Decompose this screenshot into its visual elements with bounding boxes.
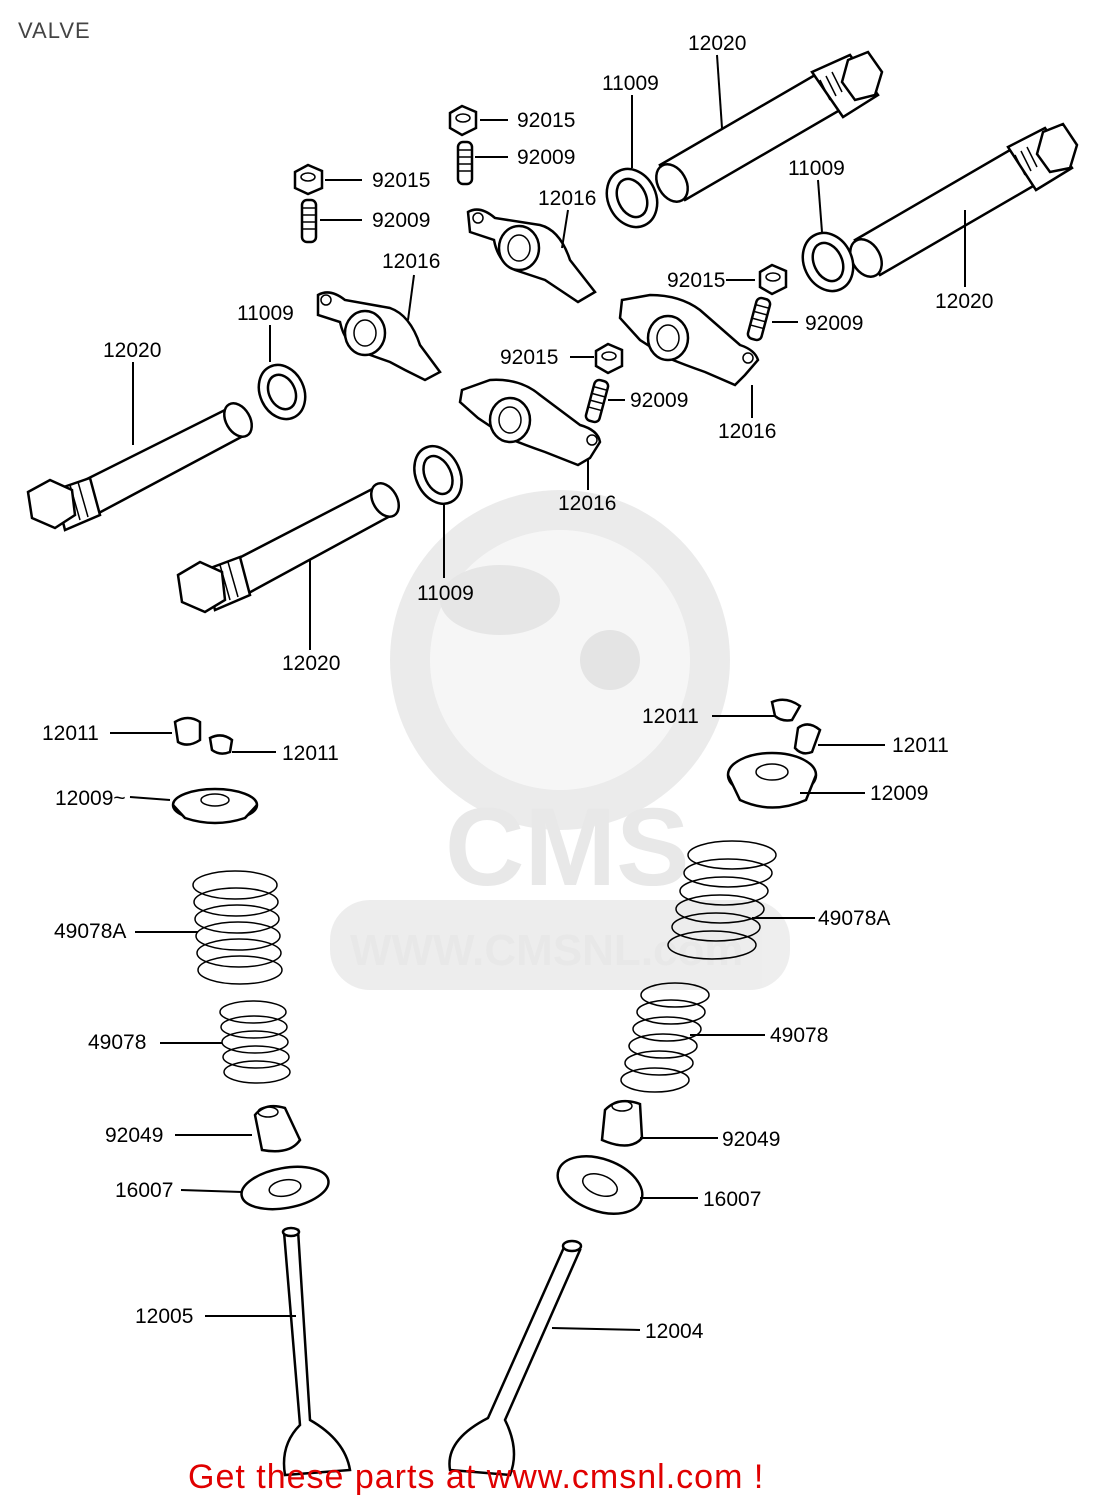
page-title: VALVE [18,18,91,43]
callout-49078a-left: 49078A [54,920,126,943]
nut-4 [594,342,624,375]
adjusting-screw-1 [456,140,474,186]
adjusting-screw-3 [746,296,772,342]
callout-92009-3: 92009 [805,312,863,335]
callout-12016-2: 12016 [382,250,440,273]
callout-49078-right: 49078 [770,1024,828,1047]
callout-11009-right: 11009 [788,157,845,180]
o-ring-3 [257,363,307,421]
o-ring-2 [801,231,855,293]
callout-12005: 12005 [135,1305,193,1328]
callout-92015-2: 92015 [372,169,430,192]
callout-11009-left: 11009 [237,302,294,325]
callout-92009-2: 92009 [372,209,430,232]
valve-seal-right [600,1099,644,1147]
valve-inlet [448,1239,583,1477]
valve-seal-left [253,1104,302,1153]
callout-11009-center: 11009 [417,582,474,605]
callout-12009-left: 12009~ [55,787,126,810]
callout-16007-left: 16007 [115,1179,173,1202]
callout-49078-left: 49078 [88,1031,146,1054]
callout-12020-right: 12020 [935,290,993,313]
callout-labels: 12020 11009 92015 92009 12016 92015 9200… [42,32,993,1343]
rocker-shaft-top [655,50,884,203]
adjusting-screw-4 [584,378,610,424]
watermark-logo-text: CMS [445,786,689,909]
rocker-arm-4 [458,378,602,467]
inner-spring-left [219,1000,291,1084]
callout-12011-right-b: 12011 [892,734,949,757]
inner-spring-right [620,982,710,1093]
callout-49078a-right: 49078A [818,907,890,930]
callout-12004: 12004 [645,1320,704,1343]
rocker-shaft-right [849,122,1079,278]
callout-12020-center: 12020 [282,652,340,675]
callout-92009-4: 92009 [630,389,688,412]
callout-92015-1: 92015 [517,109,575,132]
rocker-shaft-center [176,482,400,614]
callout-12011-left-b: 12011 [282,742,339,765]
nut-3 [758,263,788,296]
o-ring-1 [605,167,659,229]
callout-92015-3: 92015 [667,269,725,292]
rocker-arm-2 [316,291,442,382]
spring-retainer-left [171,787,259,825]
callout-11009-top: 11009 [602,72,659,95]
adjusting-screw-2 [300,198,318,244]
spring-seat-left [240,1165,330,1211]
callout-12016-1: 12016 [538,187,596,210]
outer-spring-right [667,840,777,960]
rocker-arm-3 [618,293,760,387]
callout-92049-right: 92049 [722,1128,780,1151]
cotters-left [173,716,234,755]
callout-12011-right-a: 12011 [642,705,699,728]
spring-retainer-right [726,751,818,809]
callout-16007-right: 16007 [703,1188,761,1211]
callout-12020-left: 12020 [103,339,161,362]
callout-92015-4: 92015 [500,346,558,369]
callout-12020-top: 12020 [688,32,746,55]
rocker-shaft-left [26,402,253,532]
callout-12016-3: 12016 [718,420,776,443]
callout-92009-1: 92009 [517,146,575,169]
leader-lines [110,54,966,1331]
nut-2 [293,163,324,196]
callout-12009-right: 12009 [870,782,928,805]
rocker-arm-1 [466,208,597,304]
spring-seat-right [556,1155,644,1215]
valve-exhaust [281,1226,352,1477]
o-ring-4 [413,445,463,505]
nut-1 [448,104,478,137]
callout-92049-left: 92049 [105,1124,163,1147]
footer-link-text[interactable]: Get these parts at www.cmsnl.com ! [188,1458,764,1496]
cotters-right [770,698,822,755]
callout-12011-left-a: 12011 [42,722,99,745]
cms-watermark: CMS WWW.CMSNL.com [330,490,790,990]
callout-12016-4: 12016 [558,492,616,515]
outer-spring-left [192,870,283,985]
